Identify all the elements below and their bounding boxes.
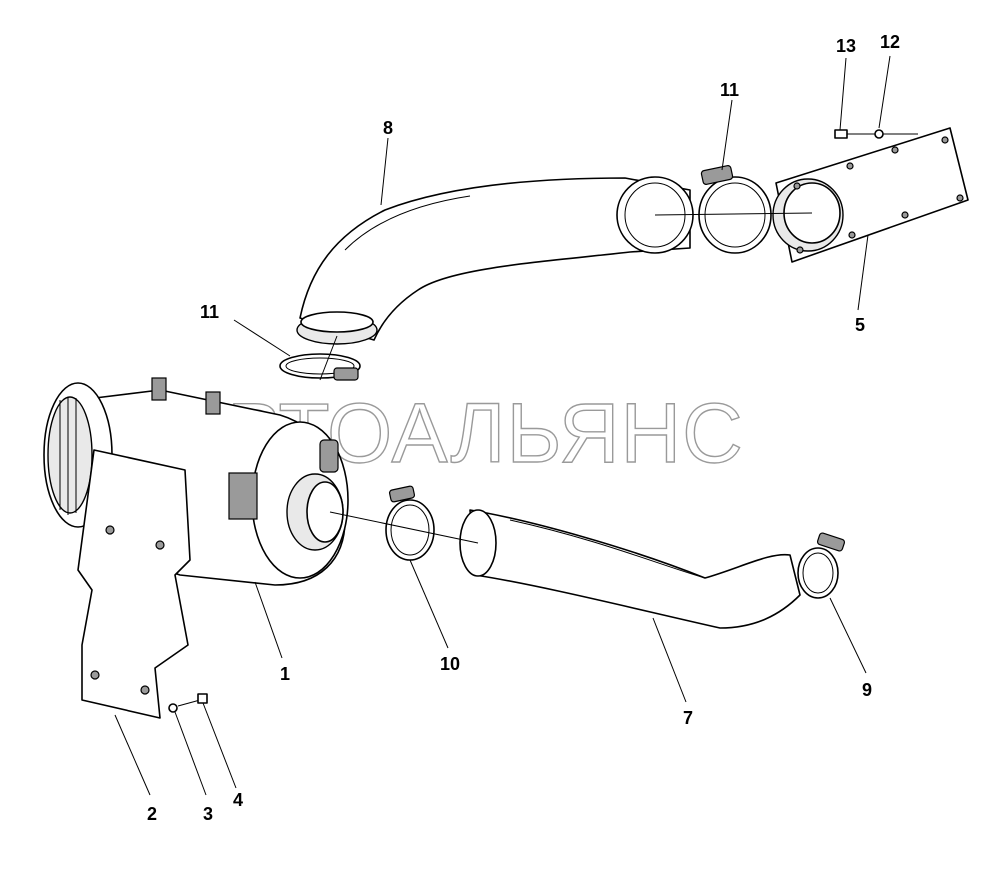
callout-3: 3 (203, 804, 213, 824)
upper-intake-pipe (296, 176, 694, 345)
callout-7: 7 (683, 708, 693, 728)
callout-8: 8 (383, 118, 393, 138)
callout-10: 10 (440, 654, 460, 674)
flange-plate (772, 127, 969, 263)
callout-5: 5 (855, 315, 865, 335)
left-hose-clamp (279, 353, 361, 381)
callout-9: 9 (862, 680, 872, 700)
callout-13: 13 (836, 36, 856, 56)
callout-12: 12 (880, 32, 900, 52)
callout-11-left: 11 (200, 302, 219, 322)
callout-1: 1 (280, 664, 290, 684)
right-hose-clamp (797, 532, 846, 599)
lower-intake-pipe (459, 509, 801, 629)
assembly-center-lines (319, 212, 813, 544)
callout-2: 2 (147, 804, 157, 824)
leader-lines (114, 55, 891, 796)
middle-hose-clamp (385, 485, 435, 561)
upper-hose-clamp (698, 164, 772, 254)
callout-4: 4 (233, 790, 243, 810)
callout-11-upper: 11 (720, 80, 739, 100)
bolt-and-washer (834, 129, 918, 139)
mounting-bracket (77, 449, 191, 719)
callout-labels: 1 2 3 4 5 7 8 9 10 11 11 12 13 (147, 32, 900, 824)
bracket-washer-and-bolt (168, 693, 208, 713)
